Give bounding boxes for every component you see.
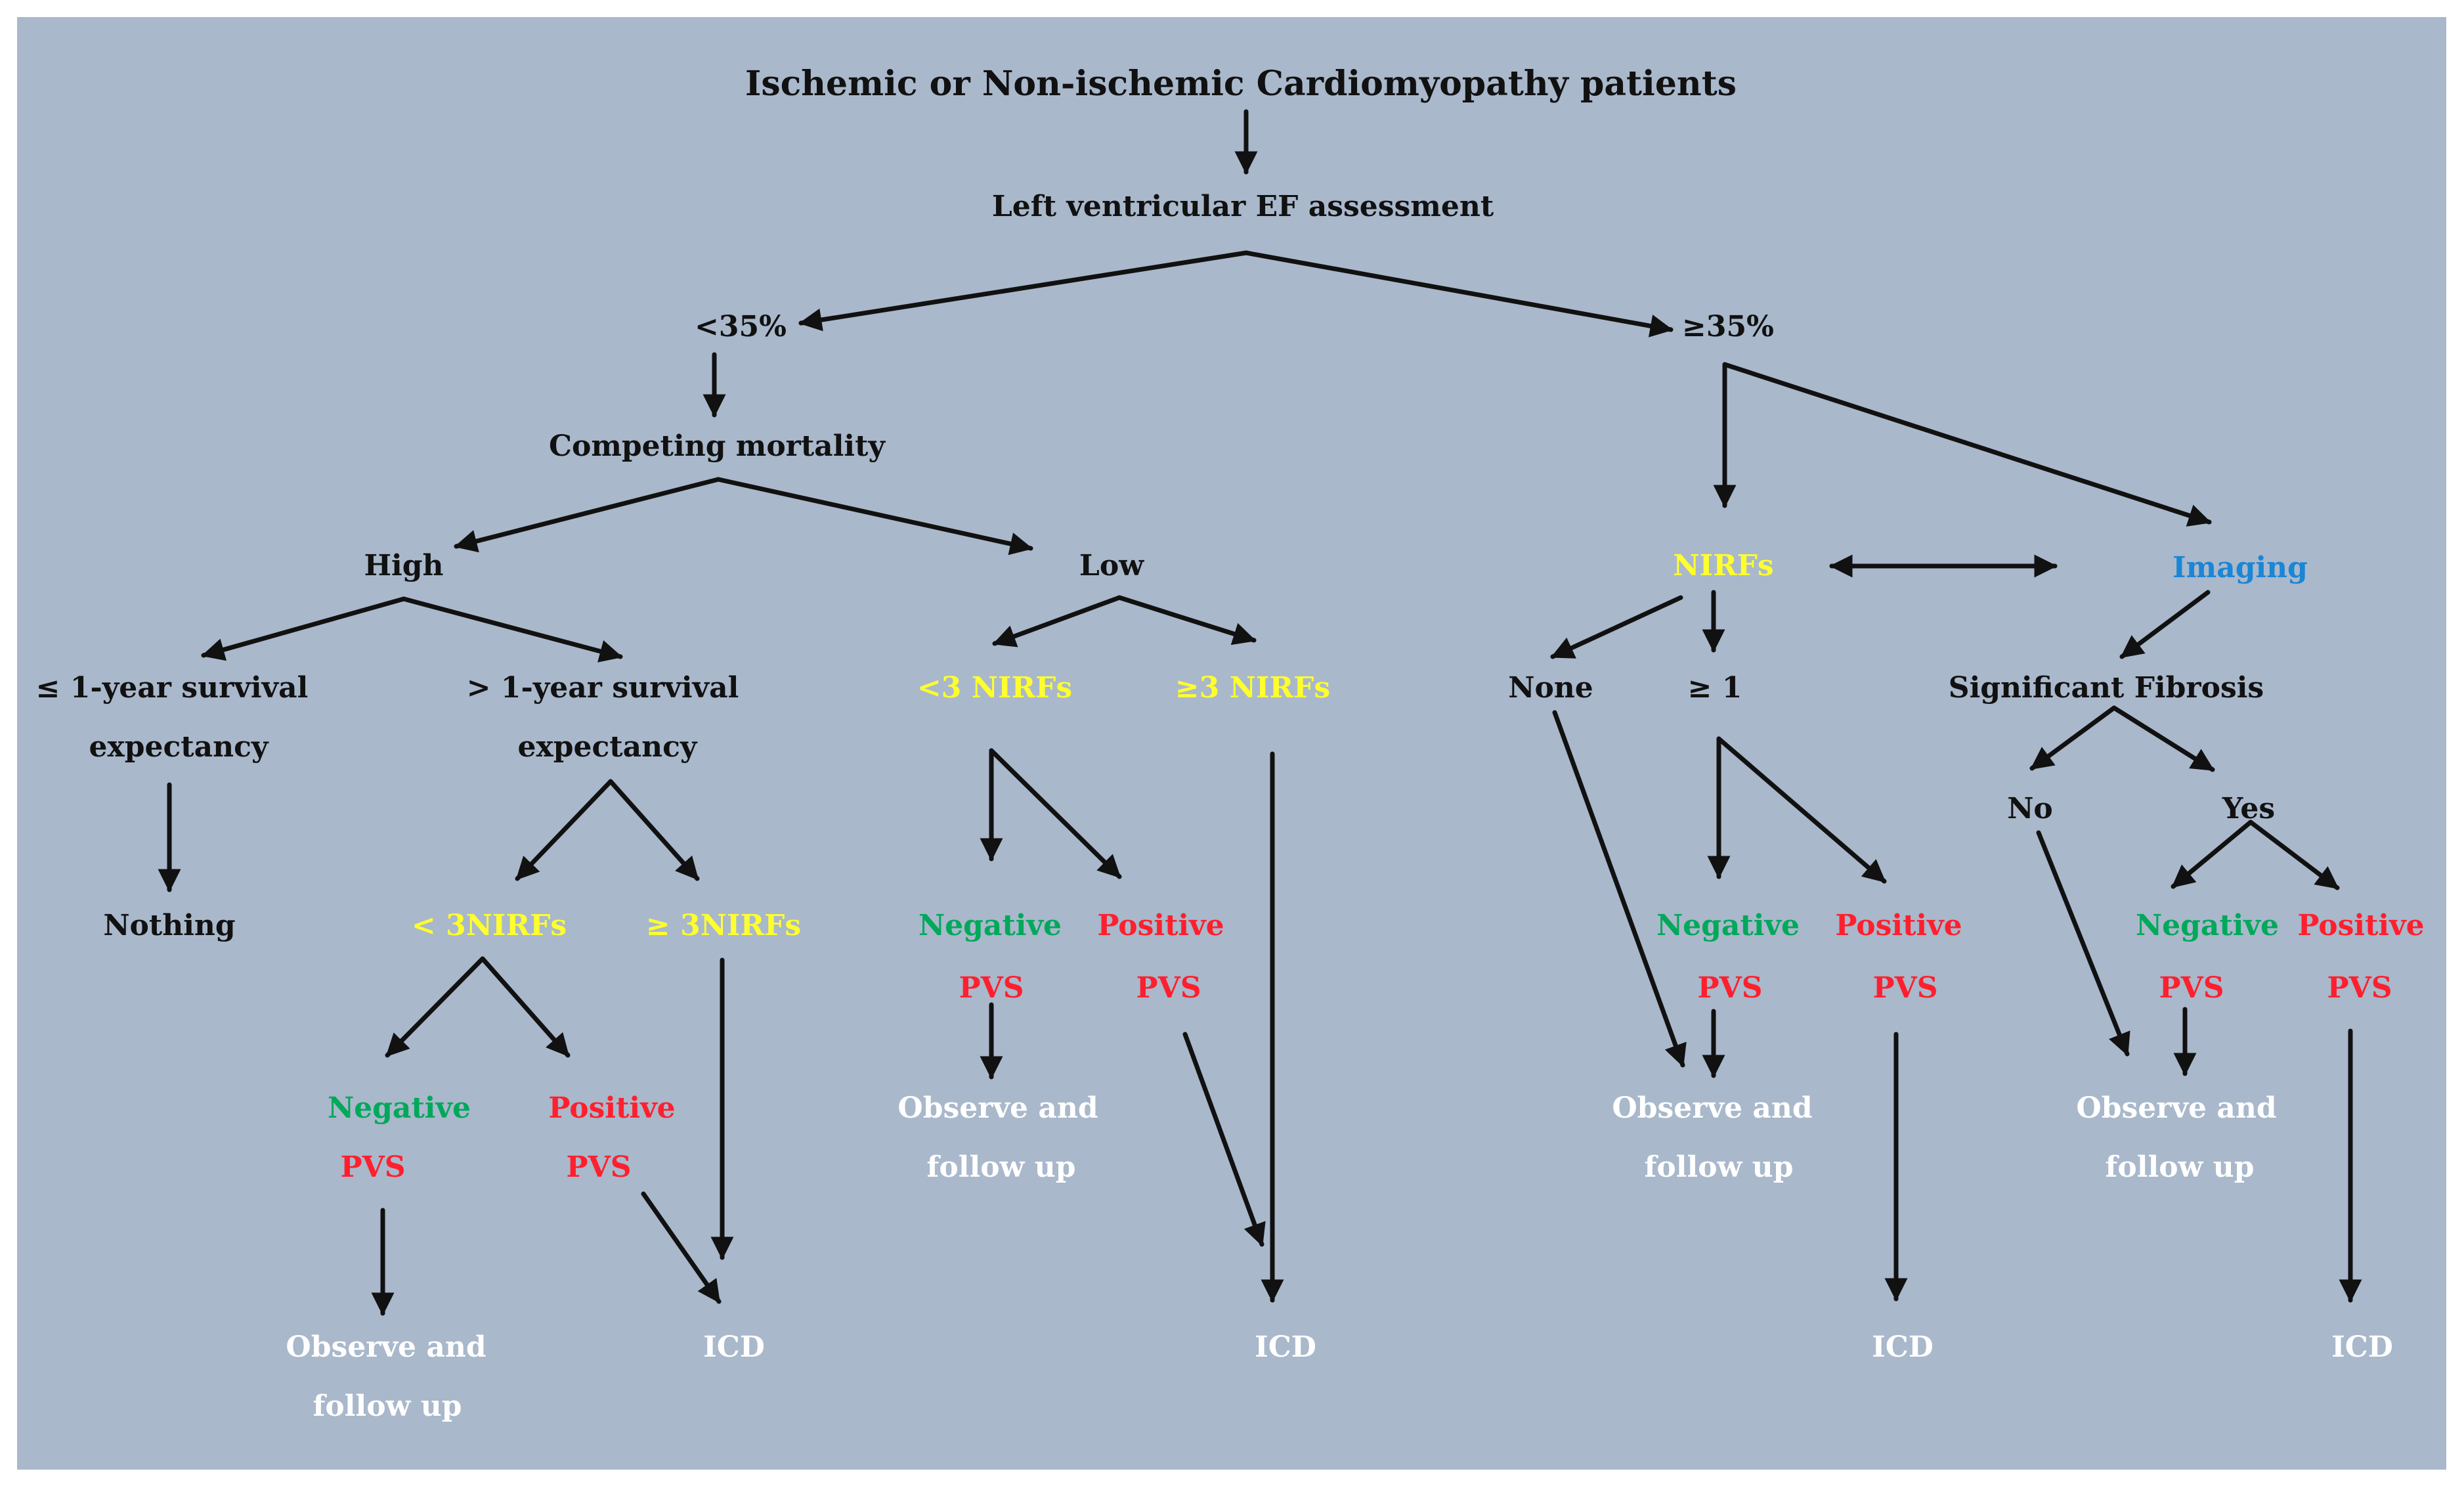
- node-icd-c: ICD: [1872, 1330, 1934, 1364]
- node-icd-a: ICD: [703, 1330, 765, 1364]
- arrow-yes-to-neg: [2171, 820, 2253, 889]
- arrow-lt3b-to-pos: [989, 748, 1122, 879]
- arrow-yes-to-pos: [2248, 820, 2340, 890]
- node-ef-above-35: ≥35%: [1682, 310, 1774, 343]
- node-pvs-negative-c: PVS: [1697, 971, 1763, 1005]
- node-ef-assessment: Left ventricular EF assessment: [991, 190, 1494, 223]
- node-negative-c: Negative: [1656, 909, 1800, 942]
- arrow-competing-to-low: [716, 477, 1033, 556]
- arrow-no-to-observe: [2036, 830, 2130, 1057]
- node-observe-a-line2: follow up: [313, 1390, 462, 1423]
- node-ge3-nirfs-a: ≥ 3NIRFs: [645, 909, 802, 942]
- node-pvs-positive-c: PVS: [1872, 971, 1938, 1005]
- node-negative-b: Negative: [918, 909, 1062, 942]
- node-gt1-survival-line2: expectancy: [517, 730, 697, 764]
- arrow-gt1-to-ge3: [608, 779, 700, 881]
- arrow-competing-to-high: [454, 477, 721, 553]
- node-observe-d-line2: follow up: [2105, 1150, 2255, 1184]
- node-yes: Yes: [2222, 792, 2276, 825]
- node-positive-a: Positive: [548, 1091, 676, 1125]
- arrow-low-to-lt3b: [992, 595, 1122, 647]
- node-ef-below-35: <35%: [695, 310, 787, 343]
- node-negative-d: Negative: [2135, 909, 2280, 942]
- arrow-sigfib-to-no: [2029, 705, 2117, 771]
- arrow-imaging-to-sigfib: [2119, 590, 2211, 659]
- node-nirfs: NIRFs: [1673, 549, 1774, 582]
- node-icd-d: ICD: [2331, 1330, 2393, 1364]
- node-le1-survival-line1: ≤ 1-year survival: [35, 671, 309, 705]
- node-positive-b: Positive: [1097, 909, 1224, 942]
- node-observe-b-line2: follow up: [926, 1150, 1076, 1184]
- node-low: Low: [1079, 549, 1144, 582]
- node-nothing: Nothing: [103, 909, 236, 942]
- arrow-sigfib-to-yes: [2111, 705, 2215, 772]
- node-ge3-nirfs-b: ≥3 NIRFs: [1175, 671, 1331, 705]
- line-ef-split-right: [1243, 250, 1674, 338]
- node-observe-b-line1: Observe and: [897, 1091, 1098, 1125]
- node-positive-c: Positive: [1835, 909, 1962, 942]
- node-pvs-positive-a: PVS: [566, 1150, 632, 1184]
- line-ef-split-left: [798, 250, 1249, 332]
- node-imaging: Imaging: [2172, 551, 2308, 584]
- node-high: High: [364, 549, 444, 582]
- node-le1-survival-line2: expectancy: [89, 730, 269, 764]
- node-icd-b: ICD: [1255, 1330, 1316, 1364]
- node-no: No: [2007, 792, 2053, 825]
- arrow-high-ef-to-imaging: [1722, 362, 2212, 527]
- node-observe-a-line1: Observe and: [286, 1330, 486, 1364]
- arrow-high-to-le1: [201, 596, 406, 661]
- node-ge1: ≥ 1: [1687, 671, 1742, 705]
- arrow-pos-a-to-icd: [641, 1191, 722, 1304]
- node-none: None: [1508, 671, 1593, 705]
- node-competing-mortality: Competing mortality: [548, 429, 886, 463]
- node-root: Ischemic or Non-ischemic Cardiomyopathy …: [745, 64, 1737, 104]
- node-observe-d-line1: Observe and: [2076, 1091, 2277, 1125]
- arrow-nirfs-to-none: [1550, 595, 1683, 659]
- arrow-lt3-to-pos: [480, 956, 571, 1058]
- arrow-lt3-to-neg: [385, 956, 485, 1058]
- node-pvs-positive-b: PVS: [1136, 971, 1201, 1005]
- arrow-low-to-ge3b: [1117, 595, 1257, 646]
- node-pvs-negative-a: PVS: [340, 1150, 406, 1184]
- arrow-gt1-to-lt3: [515, 779, 613, 881]
- node-pvs-negative-b: PVS: [959, 971, 1024, 1005]
- node-lt3-nirfs-b: <3 NIRFs: [917, 671, 1073, 705]
- node-observe-c-line2: follow up: [1644, 1150, 1794, 1184]
- node-pvs-negative-d: PVS: [2159, 971, 2224, 1005]
- node-positive-d: Positive: [2297, 909, 2425, 942]
- arrow-high-to-gt1: [401, 596, 623, 663]
- node-negative-a: Negative: [327, 1091, 471, 1125]
- node-observe-c-line1: Observe and: [1612, 1091, 1813, 1125]
- node-pvs-positive-d: PVS: [2327, 971, 2392, 1005]
- node-lt3-nirfs-a: < 3NIRFs: [411, 909, 567, 942]
- arrow-pos-b-to-icd: [1182, 1032, 1266, 1247]
- arrow-ge1-to-pos: [1716, 736, 1887, 884]
- diagram-background: [17, 17, 2446, 1470]
- arrow-none-to-observe: [1552, 710, 1687, 1068]
- node-significant-fibrosis: Significant Fibrosis: [1948, 671, 2264, 705]
- node-gt1-survival-line1: > 1-year survival: [466, 671, 739, 705]
